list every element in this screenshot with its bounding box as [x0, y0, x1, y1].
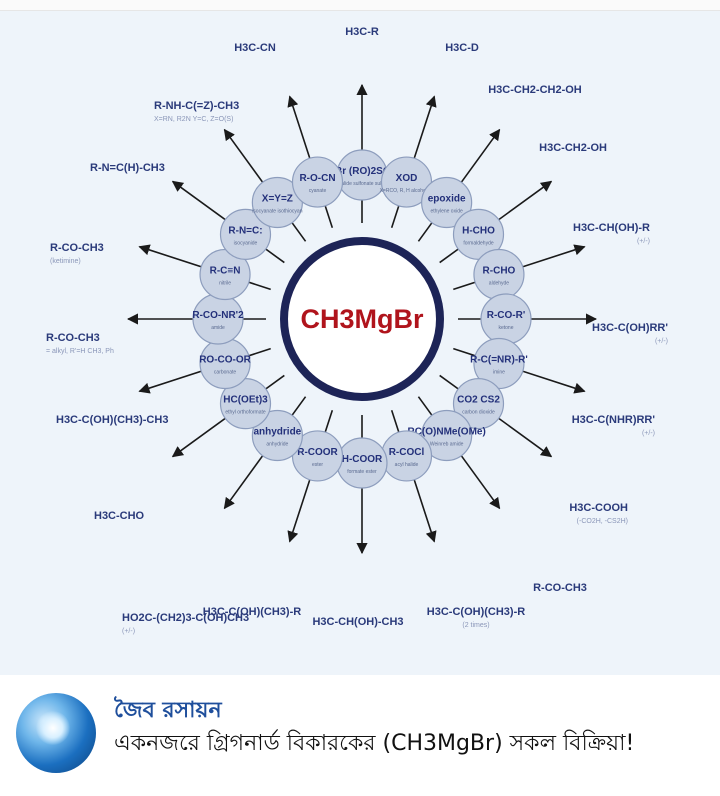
reagent-label: H-COOR: [342, 454, 383, 465]
product-formula: R-N=C(H)-CH3: [90, 162, 165, 174]
product-formula: H3C-COOH: [569, 502, 628, 514]
product-note: (+/-): [642, 430, 655, 437]
product-formula: H3C-CH2-OH: [539, 142, 607, 154]
reagent-sublabel: aldehyde: [489, 281, 510, 287]
reagent-sublabel: ethylene oxide: [431, 209, 463, 215]
reagent-sublabel: anhydride: [266, 441, 288, 447]
product-formula: H3C-C(OH)RR': [592, 322, 668, 334]
reagent-sublabel: formaldehyde: [463, 240, 494, 246]
center-label: CH3MgBr: [300, 304, 423, 334]
reagent-node: [291, 156, 344, 208]
reagent-sublabel: Weinreb amide: [430, 441, 464, 447]
avatar-highlight: [36, 711, 70, 745]
reagent-label: R-C≡N: [210, 266, 241, 277]
product-formula: H3C-C(OH)(CH3)-R: [203, 606, 301, 618]
reagent-label: HC(OEt)3: [223, 395, 268, 406]
reagent-label: epoxide: [428, 194, 466, 205]
product-note: (ketimine): [50, 258, 81, 265]
reagent-label: RO-CO-OR: [199, 354, 251, 365]
product-formula: H3C-CH(OH)-R: [573, 222, 650, 234]
product-note: (-CO2H, -CS2H): [577, 518, 628, 525]
product-formula: H3C-CH2-CH2-OH: [488, 84, 582, 96]
reagent-node: [421, 176, 473, 229]
reaction-wheel: CH3MgBr RBr (RO)2SO2 halide sulfonate sulf…: [46, 26, 668, 635]
reagent-label: RBr (RO)2SO2: [328, 166, 397, 177]
reagent-sublabel: X=RCO, R, H alcohol, w: [380, 188, 434, 194]
product-note: (+/-): [122, 628, 135, 635]
reagent-label: anhydride: [253, 426, 301, 437]
page-avatar[interactable]: [16, 693, 96, 773]
reagent-label: R-CHO: [483, 266, 516, 277]
reagent-sublabel: isocyanate isothiocyan: [252, 209, 303, 215]
post-footer: জৈব রসায়ন একনজরে গ্রিগনার্ড বিকারকের (C…: [0, 675, 720, 796]
reagent-label: R-COCl: [389, 447, 425, 458]
grignard-diagram-image[interactable]: CH3MgBr RBr (RO)2SO2 halide sulfonate sulf…: [0, 11, 720, 675]
reagent-label: R-COOR: [297, 447, 338, 458]
reagent-sublabel: ethyl orthoformate: [225, 410, 266, 416]
product-note: (+/-): [655, 338, 668, 345]
reagent-sublabel: ketone: [498, 325, 513, 331]
center-ring: [280, 237, 444, 401]
reagent-label: CO2 CS2: [457, 395, 500, 406]
reagent-node: [219, 208, 272, 260]
reagent-sublabel: halide sulfonate sulfa: [339, 181, 386, 187]
product-formula: R-NH-C(=Z)-CH3: [154, 100, 239, 112]
reagent-sublabel: carbonate: [214, 369, 236, 375]
product-formula: H3C-C(NHR)RR': [572, 414, 656, 426]
product-formula: H3C-CHO: [94, 510, 145, 522]
product-formula: H3C-D: [445, 42, 479, 54]
reagent-label: XOD: [396, 173, 418, 184]
reagent-label: X=Y=Z: [262, 194, 293, 205]
reagent-label: R-N=C:: [228, 225, 262, 236]
product-formula: R-CO-CH3: [533, 582, 587, 594]
reagent-label: H-CHO: [462, 225, 495, 236]
product-note: (+/-): [637, 238, 650, 245]
reagent-label: R-CO-R': [487, 310, 525, 321]
post-text: একনজরে গ্রিগনার্ড বিকারকের (CH3MgBr) সকল…: [114, 731, 635, 756]
reagent-label: R-C(=NR)-R': [470, 354, 528, 365]
reagent-node: [452, 378, 505, 430]
reagent-node: [251, 409, 303, 462]
reagent-sublabel: ester: [312, 462, 323, 468]
product-formula: H3C-C(OH)(CH3)-R: [427, 606, 525, 618]
product-formula: H3C-C(OH)(CH3)-CH3: [56, 414, 168, 426]
reagent-sublabel: carbon dioxide: [462, 410, 495, 416]
reagent-label: R-O-CN: [299, 173, 335, 184]
product-note: (2 times): [462, 622, 489, 629]
top-bar: [0, 0, 720, 11]
product-formula: HO2C-(CH2)3-C(OH)CH3: [122, 612, 249, 624]
product-formula: H3C-CN: [234, 42, 276, 54]
reagent-label: R-CO-NR'2: [192, 310, 244, 321]
product-note: = alkyl, R'=H CH3, Ph: [46, 348, 114, 355]
page-name[interactable]: জৈব রসায়ন: [114, 698, 222, 723]
reagent-label: RC(O)NMe(OMe): [407, 426, 485, 437]
product-formula: H3C-CH(OH)-CH3: [312, 616, 403, 628]
reagent-sublabel: nitrile: [219, 281, 231, 287]
product-formula: R-CO-CH3: [46, 332, 100, 344]
product-note: X=RN, R2N Y=C, Z=O(S): [154, 116, 233, 123]
reagent-sublabel: amide: [211, 325, 225, 331]
reagent-sublabel: isocyanide: [234, 240, 258, 246]
reagent-sublabel: formate ester: [347, 469, 377, 475]
product-formula: H3C-R: [345, 26, 379, 38]
reagent-sublabel: acyl halide: [395, 462, 419, 468]
reagent-sublabel: imine: [493, 369, 505, 375]
product-formula: R-CO-CH3: [50, 242, 104, 254]
reagent-sublabel: cyanate: [309, 188, 327, 194]
